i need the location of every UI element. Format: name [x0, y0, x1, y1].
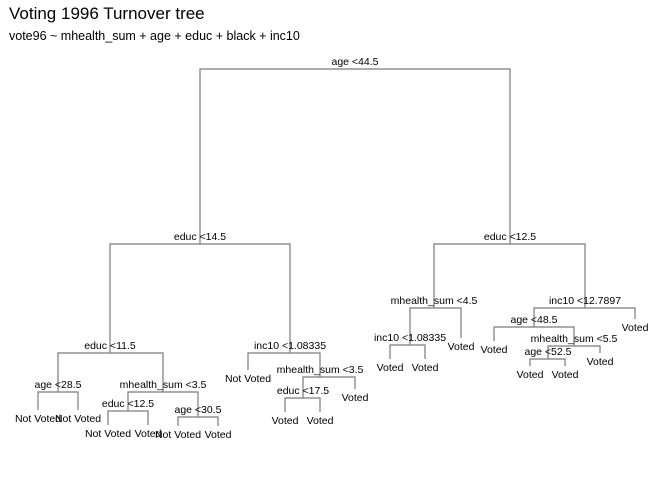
tree-branch: [247, 352, 321, 377]
leaf-label: Voted: [412, 362, 439, 374]
leaf-label: Voted: [377, 362, 404, 374]
tree-branch: [284, 397, 321, 412]
leaf-label: Voted: [272, 415, 299, 427]
split-label-mhealth-sum-3-5: mhealth_sum <3.5: [277, 364, 364, 376]
split-label-age-44-5: age <44.5: [331, 56, 378, 68]
tree-branch: [389, 344, 426, 359]
tree-branch: [493, 326, 575, 346]
split-label-educ-12-5: educ <12.5: [102, 398, 154, 410]
split-label-age-30-5: age <30.5: [174, 404, 221, 416]
tree-branch: [547, 345, 601, 359]
split-label-inc10-12-7897: inc10 <12.7897: [549, 295, 621, 307]
tree-branch: [127, 391, 199, 417]
leaf-label: Voted: [205, 429, 232, 441]
split-label-age-52-5: age <52.5: [524, 346, 571, 358]
split-label-mhealth-sum-4-5: mhealth_sum <4.5: [391, 295, 478, 307]
leaf-label: Not Voted: [225, 373, 271, 385]
leaf-label: Voted: [135, 428, 162, 440]
tree-branch: [409, 307, 462, 345]
split-label-mhealth-sum-3-5: mhealth_sum <3.5: [120, 379, 207, 391]
leaf-label: Voted: [517, 369, 544, 381]
leaf-label: Voted: [342, 392, 369, 404]
diagram-title: Voting 1996 Turnover tree: [9, 4, 205, 23]
tree-branch: [109, 243, 291, 353]
leaf-label: Not Voted: [55, 413, 101, 425]
split-label-educ-12-5: educ <12.5: [484, 231, 536, 243]
tree-branch: [37, 391, 79, 410]
leaf-label: Voted: [307, 415, 334, 427]
tree-branch: [57, 352, 164, 392]
leaf-label: Voted: [622, 322, 649, 334]
tree-branch: [177, 416, 219, 426]
leaf-label: Voted: [552, 369, 579, 381]
leaf-label: Not Voted: [15, 413, 61, 425]
tree-branch: [199, 68, 511, 244]
tree-branch: [107, 410, 149, 425]
tree-branch: [433, 243, 586, 308]
split-label-educ-17-5: educ <17.5: [277, 385, 329, 397]
split-label-inc10-1-08335: inc10 <1.08335: [254, 340, 326, 352]
tree-branch: [302, 376, 356, 398]
leaf-label: Voted: [481, 344, 508, 356]
leaf-label: Not Voted: [155, 429, 201, 441]
split-label-age-48-5: age <48.5: [510, 314, 557, 326]
split-label-mhealth-sum-5-5: mhealth_sum <5.5: [531, 333, 618, 345]
tree-branch: [533, 307, 636, 327]
leaf-label: Not Voted: [85, 428, 131, 440]
split-label-inc10-1-08335: inc10 <1.08335: [374, 332, 446, 344]
leaf-label: Voted: [587, 356, 614, 368]
leaf-label: Voted: [448, 341, 475, 353]
tree-branch: [529, 358, 566, 366]
model-formula: vote96 ~ mhealth_sum + age + educ + blac…: [9, 29, 300, 43]
split-label-age-28-5: age <28.5: [34, 379, 81, 391]
split-label-educ-14-5: educ <14.5: [174, 231, 226, 243]
split-label-educ-11-5: educ <11.5: [84, 340, 136, 352]
